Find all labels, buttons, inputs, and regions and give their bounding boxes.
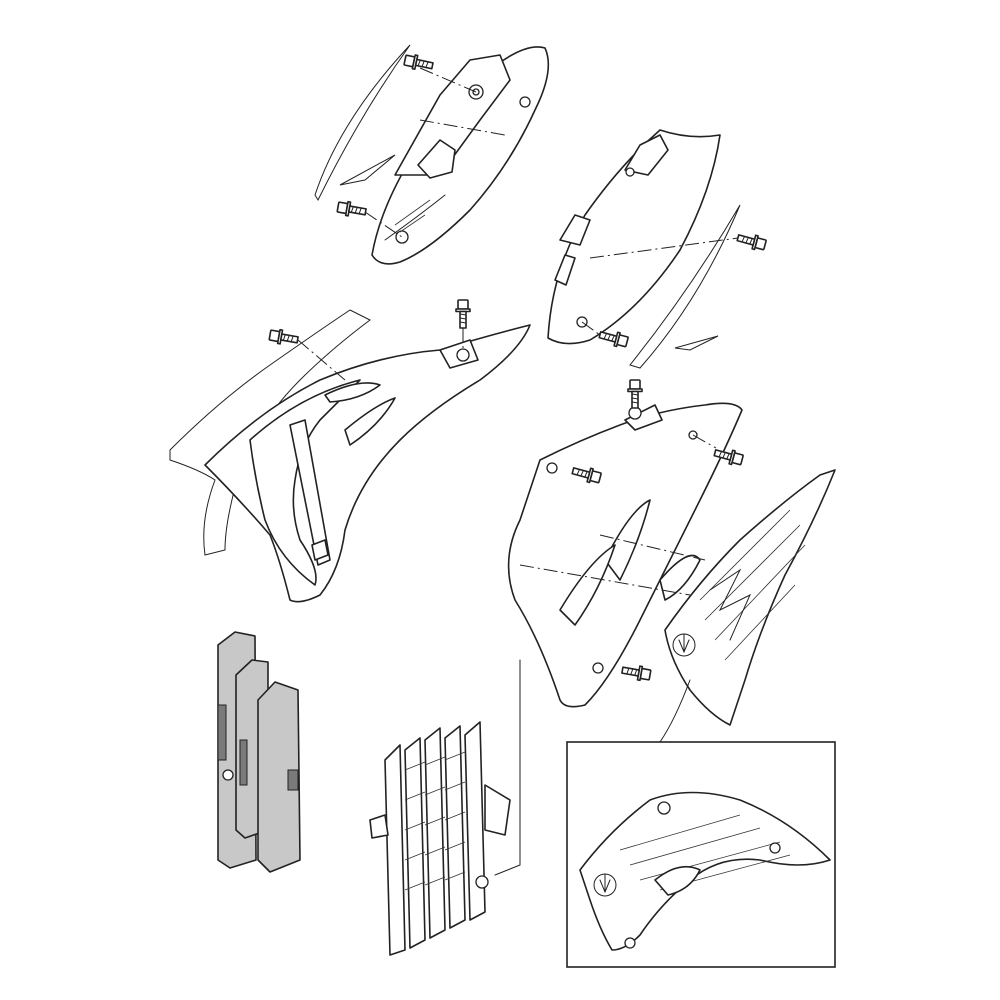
bolt-icon bbox=[455, 299, 471, 329]
radiator-shroud-right bbox=[507, 402, 743, 708]
detail-inset-decal-applied bbox=[566, 741, 836, 968]
radiator-brace-set bbox=[217, 631, 301, 873]
shroud-graphic-decal bbox=[664, 469, 836, 726]
bolt-icon bbox=[627, 379, 643, 409]
bolt-icon bbox=[620, 662, 653, 683]
number-plate-right bbox=[547, 129, 741, 369]
radiator-guard bbox=[369, 721, 511, 956]
bolt-icon bbox=[735, 230, 768, 253]
radiator-shroud-left bbox=[169, 309, 531, 603]
tuning-fork-emblem-icon bbox=[678, 633, 690, 654]
number-plate-left bbox=[314, 44, 550, 265]
bolt-icon bbox=[402, 52, 435, 74]
bolt-icon bbox=[267, 327, 300, 348]
bolt-icon bbox=[335, 199, 368, 220]
